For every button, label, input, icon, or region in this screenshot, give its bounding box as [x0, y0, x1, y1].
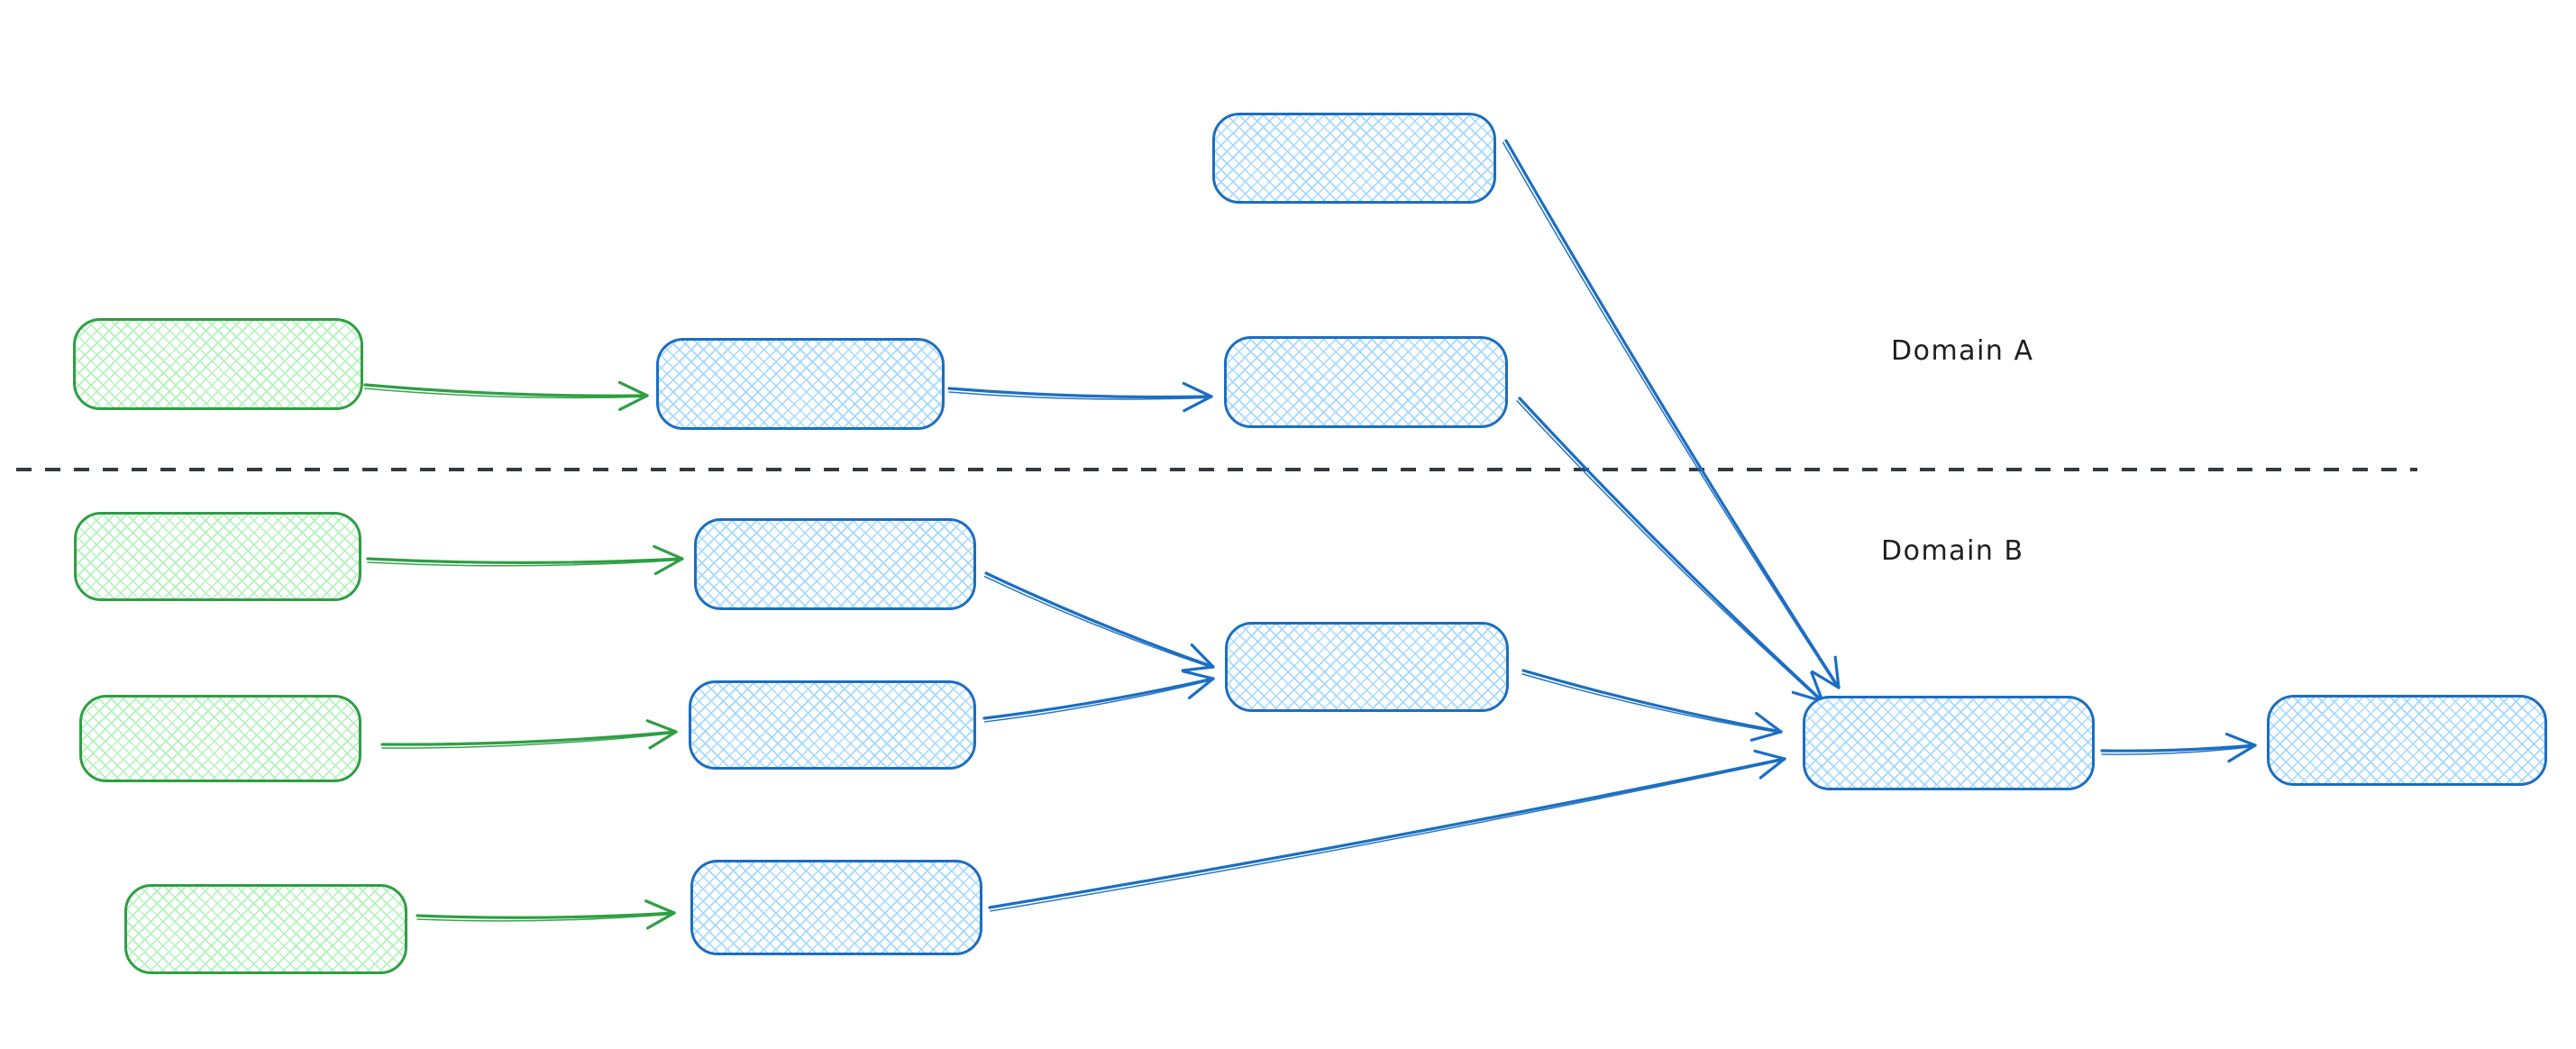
edge-a-source-to-stage1 [363, 380, 649, 412]
edge-b-stage1b-to-merge [982, 670, 1215, 723]
domain-b-stage1b-box [689, 680, 976, 770]
edge-b-source2-to-stage1b [380, 719, 678, 750]
domain-b-label: Domain B [1881, 535, 2024, 567]
edge-b-source1-to-stage1a [366, 544, 684, 576]
arrowhead-b-merge-to-main-merge [1749, 730, 1783, 742]
arrowhead-b-merge-to-main-merge [1755, 712, 1783, 734]
domain-b-source2-box [79, 695, 361, 782]
domain-a-label: Domain A [1891, 335, 2034, 367]
domain-a-source-box [73, 318, 363, 410]
domain-b-source1-box [74, 512, 361, 601]
arrowhead-a-source-to-stage1 [618, 394, 649, 412]
edge-a-stage2-to-main-merge [1516, 397, 1824, 703]
arrowhead-b-stage1a-to-merge [1190, 643, 1215, 669]
arrowhead-b-source2-to-stage1b [645, 719, 678, 734]
arrowhead-b-source3-to-stage1c [644, 899, 676, 915]
arrowhead-main-merge-to-output [2224, 732, 2257, 747]
arrowhead-b-source1-to-stage1a [653, 557, 684, 576]
domain-b-stage1c-box [690, 860, 982, 955]
arrowhead-main-merge-to-output [2227, 743, 2257, 763]
arrowhead-a-stage1-to-stage2 [1183, 395, 1213, 413]
edge-b-source3-to-stage1c [416, 899, 676, 930]
arrowhead-b-stage1b-to-merge [1187, 677, 1215, 700]
output-box [2267, 695, 2547, 786]
arrowhead-b-stage1c-to-main-merge [1758, 757, 1786, 780]
domain-b-stage1a-box [694, 518, 976, 610]
arrowhead-b-stage1c-to-main-merge [1753, 749, 1786, 761]
domain-a-top-box [1212, 113, 1496, 204]
edge-a-top-to-main-merge [1502, 139, 1841, 689]
edge-b-stage1a-to-merge [983, 571, 1215, 672]
arrowhead-a-source-to-stage1 [617, 380, 649, 397]
arrowhead-b-source3-to-stage1c [645, 911, 676, 930]
arrowhead-b-source2-to-stage1b [648, 730, 678, 750]
edge-main-merge-to-output [2100, 732, 2257, 763]
arrowhead-b-stage1b-to-merge [1182, 670, 1215, 680]
arrowhead-a-stage1-to-stage2 [1182, 381, 1213, 398]
edge-b-stage1c-to-main-merge [988, 749, 1786, 912]
domain-a-stage2-box [1224, 336, 1508, 428]
arrowhead-b-source1-to-stage1a [653, 544, 684, 561]
edge-a-stage1-to-stage2 [947, 381, 1213, 413]
arrowhead-a-top-to-main-merge [1811, 670, 1841, 689]
domain-a-stage1-box [656, 338, 945, 430]
arrowhead-a-top-to-main-merge [1833, 655, 1841, 689]
domain-b-merge-box [1225, 622, 1509, 712]
arrowhead-b-stage1a-to-merge [1181, 665, 1215, 672]
edge-b-merge-to-main-merge [1521, 669, 1783, 742]
main-merge-box [1803, 696, 2095, 790]
domain-b-source3-box [124, 884, 407, 974]
